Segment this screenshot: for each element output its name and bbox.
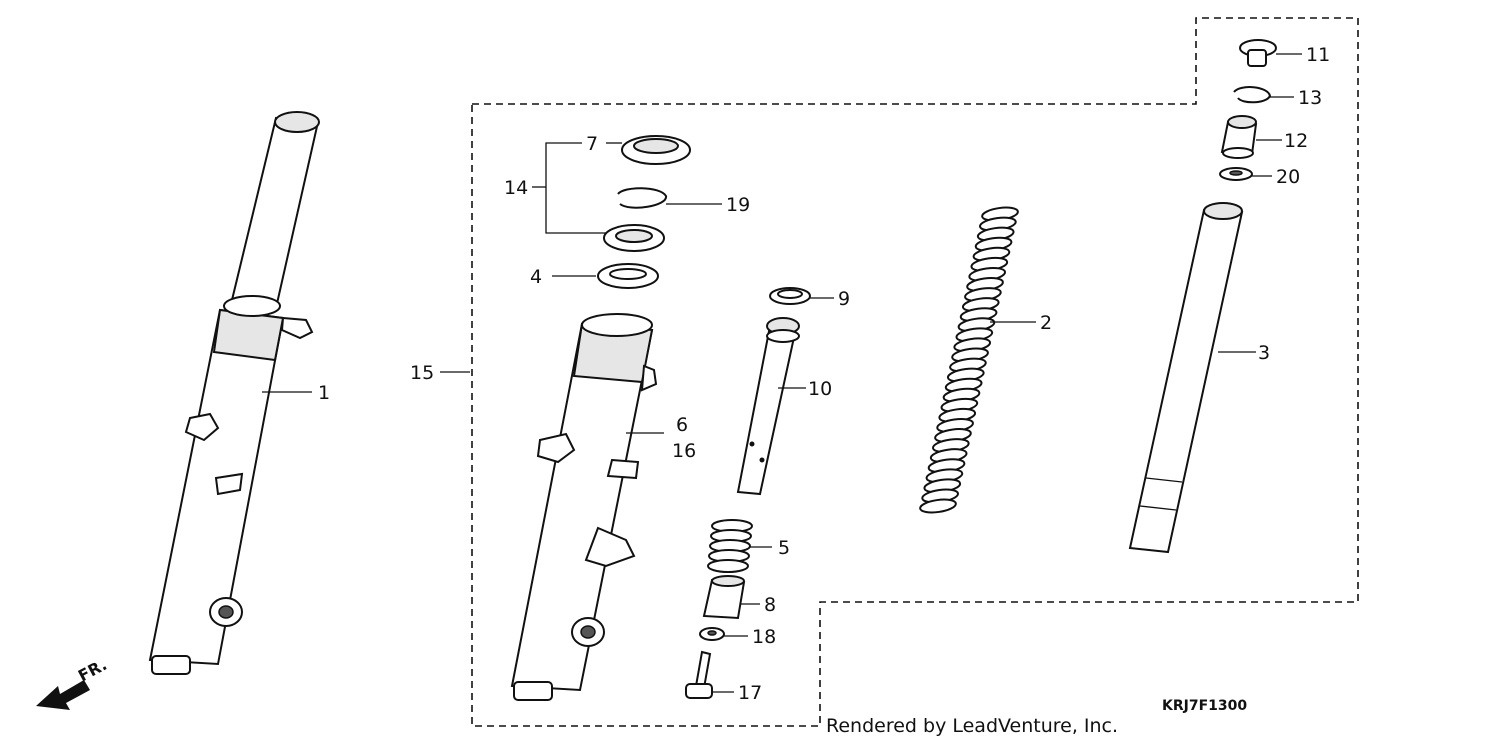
direction-label: FR. [75, 655, 110, 686]
callout-4: 4 [530, 266, 542, 288]
fork-bolt-cap-part-11 [1239, 39, 1277, 67]
fork-assembly-part-1 [148, 111, 320, 675]
callout-15: 15 [410, 362, 434, 384]
piston-ring-part-9 [769, 287, 811, 305]
spring-collar-part-12 [1220, 115, 1258, 159]
oil-seal [603, 224, 665, 252]
callout-9: 9 [838, 288, 850, 310]
diagram-code: KRJ7F1300 [1162, 698, 1247, 714]
clip-part-19 [617, 187, 667, 209]
damper-rod-part-10 [736, 317, 800, 496]
sealing-washer-part-18 [699, 627, 725, 641]
callout-18: 18 [752, 626, 776, 648]
washer-part-20 [1219, 167, 1253, 181]
callout-3: 3 [1258, 342, 1270, 364]
fork-spring-part-2 [919, 206, 1019, 514]
render-credit: Rendered by LeadVenture, Inc. [826, 715, 1118, 737]
assembly-boundary [471, 17, 1359, 727]
callout-1: 1 [318, 382, 330, 404]
callout-14: 14 [504, 177, 528, 199]
circlip-part-13 [1233, 86, 1272, 104]
washer-part-4 [597, 263, 659, 289]
callout-16: 16 [672, 440, 696, 462]
front-direction-arrow [36, 680, 90, 710]
callout-5: 5 [778, 537, 790, 559]
callout-7: 7 [586, 133, 598, 155]
callout-13: 13 [1298, 87, 1322, 109]
callout-2: 2 [1040, 312, 1052, 334]
callout-6: 6 [676, 414, 688, 436]
callout-20: 20 [1276, 166, 1300, 188]
callout-12: 12 [1284, 130, 1308, 152]
socket-bolt-part-17 [685, 650, 713, 699]
oil-lock-piece-part-8 [702, 575, 746, 620]
callout-8: 8 [764, 594, 776, 616]
spring-coil [919, 498, 957, 514]
callout-11: 11 [1306, 44, 1330, 66]
rebound-spring-part-5 [707, 519, 753, 573]
callout-19: 19 [726, 194, 750, 216]
dust-seal-part-7 [621, 135, 691, 165]
inner-fork-pipe-part-3 [1128, 202, 1244, 554]
callout-10: 10 [808, 378, 832, 400]
outer-slider-part-6 [510, 313, 658, 701]
callout-17: 17 [738, 682, 762, 704]
